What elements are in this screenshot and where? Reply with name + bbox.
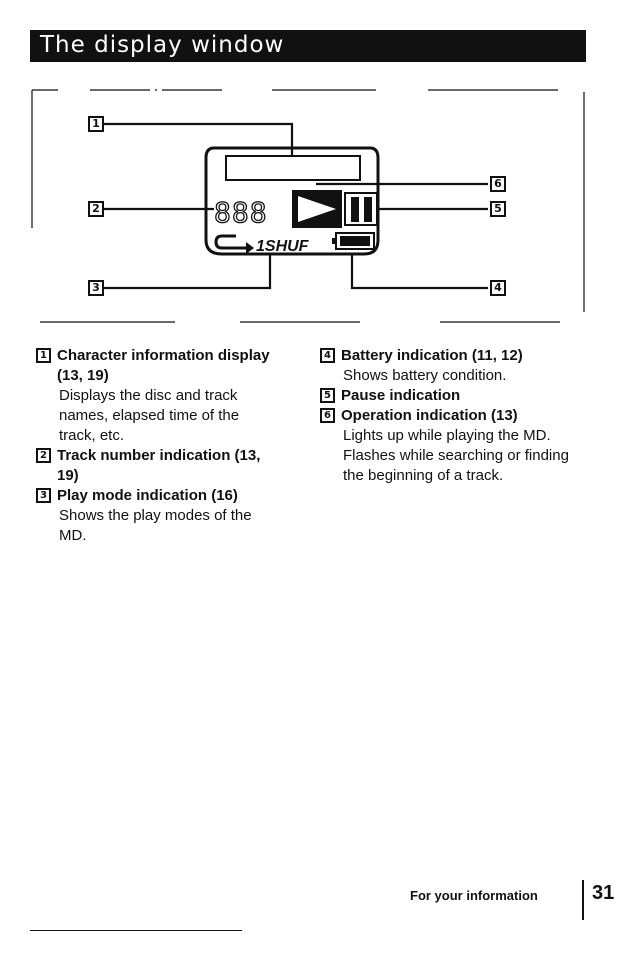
descriptions-left-column: 1 Character information display (13, 19)… (36, 346, 276, 546)
bottom-rule (30, 930, 242, 931)
battery-level-icon (340, 236, 370, 246)
page-title: The display window (40, 32, 285, 58)
pause-bar-left-icon (351, 197, 359, 222)
callout-label-2: 2 (88, 201, 104, 217)
display-housing (204, 146, 380, 256)
leader-lines (100, 122, 488, 290)
item-number: 5 (320, 388, 335, 403)
footer-section-name: For your information (410, 888, 538, 903)
item-title: Character information display (13, 19) (57, 347, 270, 384)
item-title: Operation indication (13) (341, 407, 518, 424)
list-item: 5 Pause indication (320, 386, 590, 406)
section-title-bar: The display window (30, 30, 586, 62)
repeat-arrow-icon (214, 234, 246, 250)
list-item: 1 Character information display (13, 19)… (36, 346, 276, 446)
list-item: 4 Battery indication (11, 12) Shows batt… (320, 346, 590, 386)
item-title: Play mode indication (16) (57, 487, 238, 504)
pause-bar-right-icon (364, 197, 372, 222)
track-number-digits: 888 (214, 196, 268, 229)
item-description: Shows battery condition. (343, 367, 507, 384)
callout-label-3: 3 (88, 280, 104, 296)
character-display-segment (225, 155, 361, 181)
item-title: Track number indication (13, 19) (57, 447, 261, 484)
callout-label-4: 4 (490, 280, 506, 296)
battery-terminal-icon (332, 238, 336, 244)
item-description: Lights up while playing the MD. Flashes … (343, 427, 569, 484)
pause-indicator-box (344, 192, 378, 226)
item-number: 3 (36, 488, 51, 503)
list-item: 3 Play mode indication (16) Shows the pl… (36, 486, 276, 546)
callout-label-1: 1 (88, 116, 104, 132)
footer-divider (582, 880, 584, 920)
callout-label-6: 6 (490, 176, 506, 192)
item-title: Pause indication (341, 387, 461, 404)
item-number: 6 (320, 408, 335, 423)
repeat-arrow-head-icon (246, 242, 254, 254)
list-item: 2 Track number indication (13, 19) (36, 446, 276, 486)
play-triangle-icon (298, 196, 336, 222)
item-description: Displays the disc and track names, elaps… (59, 387, 240, 444)
item-number: 2 (36, 448, 51, 463)
descriptions-right-column: 4 Battery indication (11, 12) Shows batt… (320, 346, 590, 486)
list-item: 6 Operation indication (13) Lights up wh… (320, 406, 590, 486)
display-window-diagram: 888 1SHUF (31, 89, 585, 323)
page-number: 31 (592, 882, 615, 904)
item-number: 1 (36, 348, 51, 363)
play-mode-text: 1SHUF (256, 238, 310, 255)
item-number: 4 (320, 348, 335, 363)
item-title: Battery indication (11, 12) (341, 347, 523, 364)
diagram-frame (31, 89, 585, 323)
item-description: Shows the play modes of the MD. (59, 507, 252, 544)
callout-label-5: 5 (490, 201, 506, 217)
